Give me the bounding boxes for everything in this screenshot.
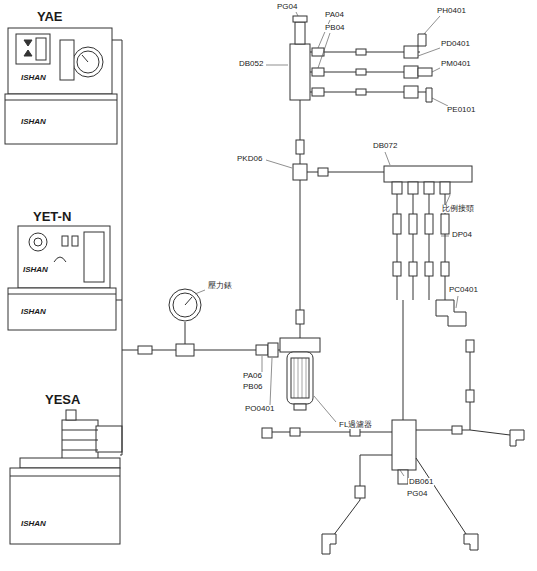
part-code: DB072 <box>372 142 398 150</box>
part-code: DB061 <box>408 478 434 486</box>
pump-model: YESA <box>44 393 81 407</box>
db052-manifold <box>290 16 432 102</box>
pump-model: YET-N <box>32 210 72 224</box>
tee <box>176 344 194 356</box>
brand-logo: ISHAN <box>20 308 47 316</box>
part-code: PKD06 <box>236 155 263 163</box>
brand-logo: ISHAN <box>20 74 47 82</box>
part-code: PM0401 <box>440 60 472 68</box>
part-code: PA04 <box>324 11 345 19</box>
pump-model: YAE <box>36 10 64 24</box>
part-code: PG04 <box>406 490 428 498</box>
leader-lines <box>195 12 458 476</box>
brand-logo: ISHAN <box>22 266 49 274</box>
yesa-pump <box>10 410 122 544</box>
fitting <box>138 346 152 354</box>
part-code: PD0401 <box>440 40 471 48</box>
yae-pump <box>5 28 117 144</box>
part-code: PO0401 <box>244 405 275 413</box>
elbow-fitting <box>293 164 307 180</box>
part-name: 壓力錶 <box>207 282 233 290</box>
part-code: PH0401 <box>436 7 467 15</box>
part-name: 比例接頭 <box>441 205 475 213</box>
part-code: PB04 <box>324 24 346 32</box>
part-code: PG04 <box>276 3 298 11</box>
part-code: DP04 <box>451 231 473 239</box>
yet-n-pump <box>8 226 116 330</box>
part-code: DB052 <box>238 60 264 68</box>
fl-filter <box>280 338 320 410</box>
fitting <box>256 345 268 355</box>
part-code: PC0401 <box>448 286 479 294</box>
part-code: PB06 <box>242 383 264 391</box>
part-code: PE0101 <box>446 106 476 114</box>
part-name: FL過濾器 <box>338 421 373 429</box>
elbow-fitting <box>436 300 466 326</box>
supply-pipe <box>112 40 282 455</box>
brand-logo: ISHAN <box>20 118 47 126</box>
part-code: PA06 <box>242 372 263 380</box>
db072-manifold <box>384 166 472 326</box>
db061-manifold <box>262 300 524 554</box>
brand-logo: ISHAN <box>20 520 47 528</box>
fitting <box>268 343 278 357</box>
